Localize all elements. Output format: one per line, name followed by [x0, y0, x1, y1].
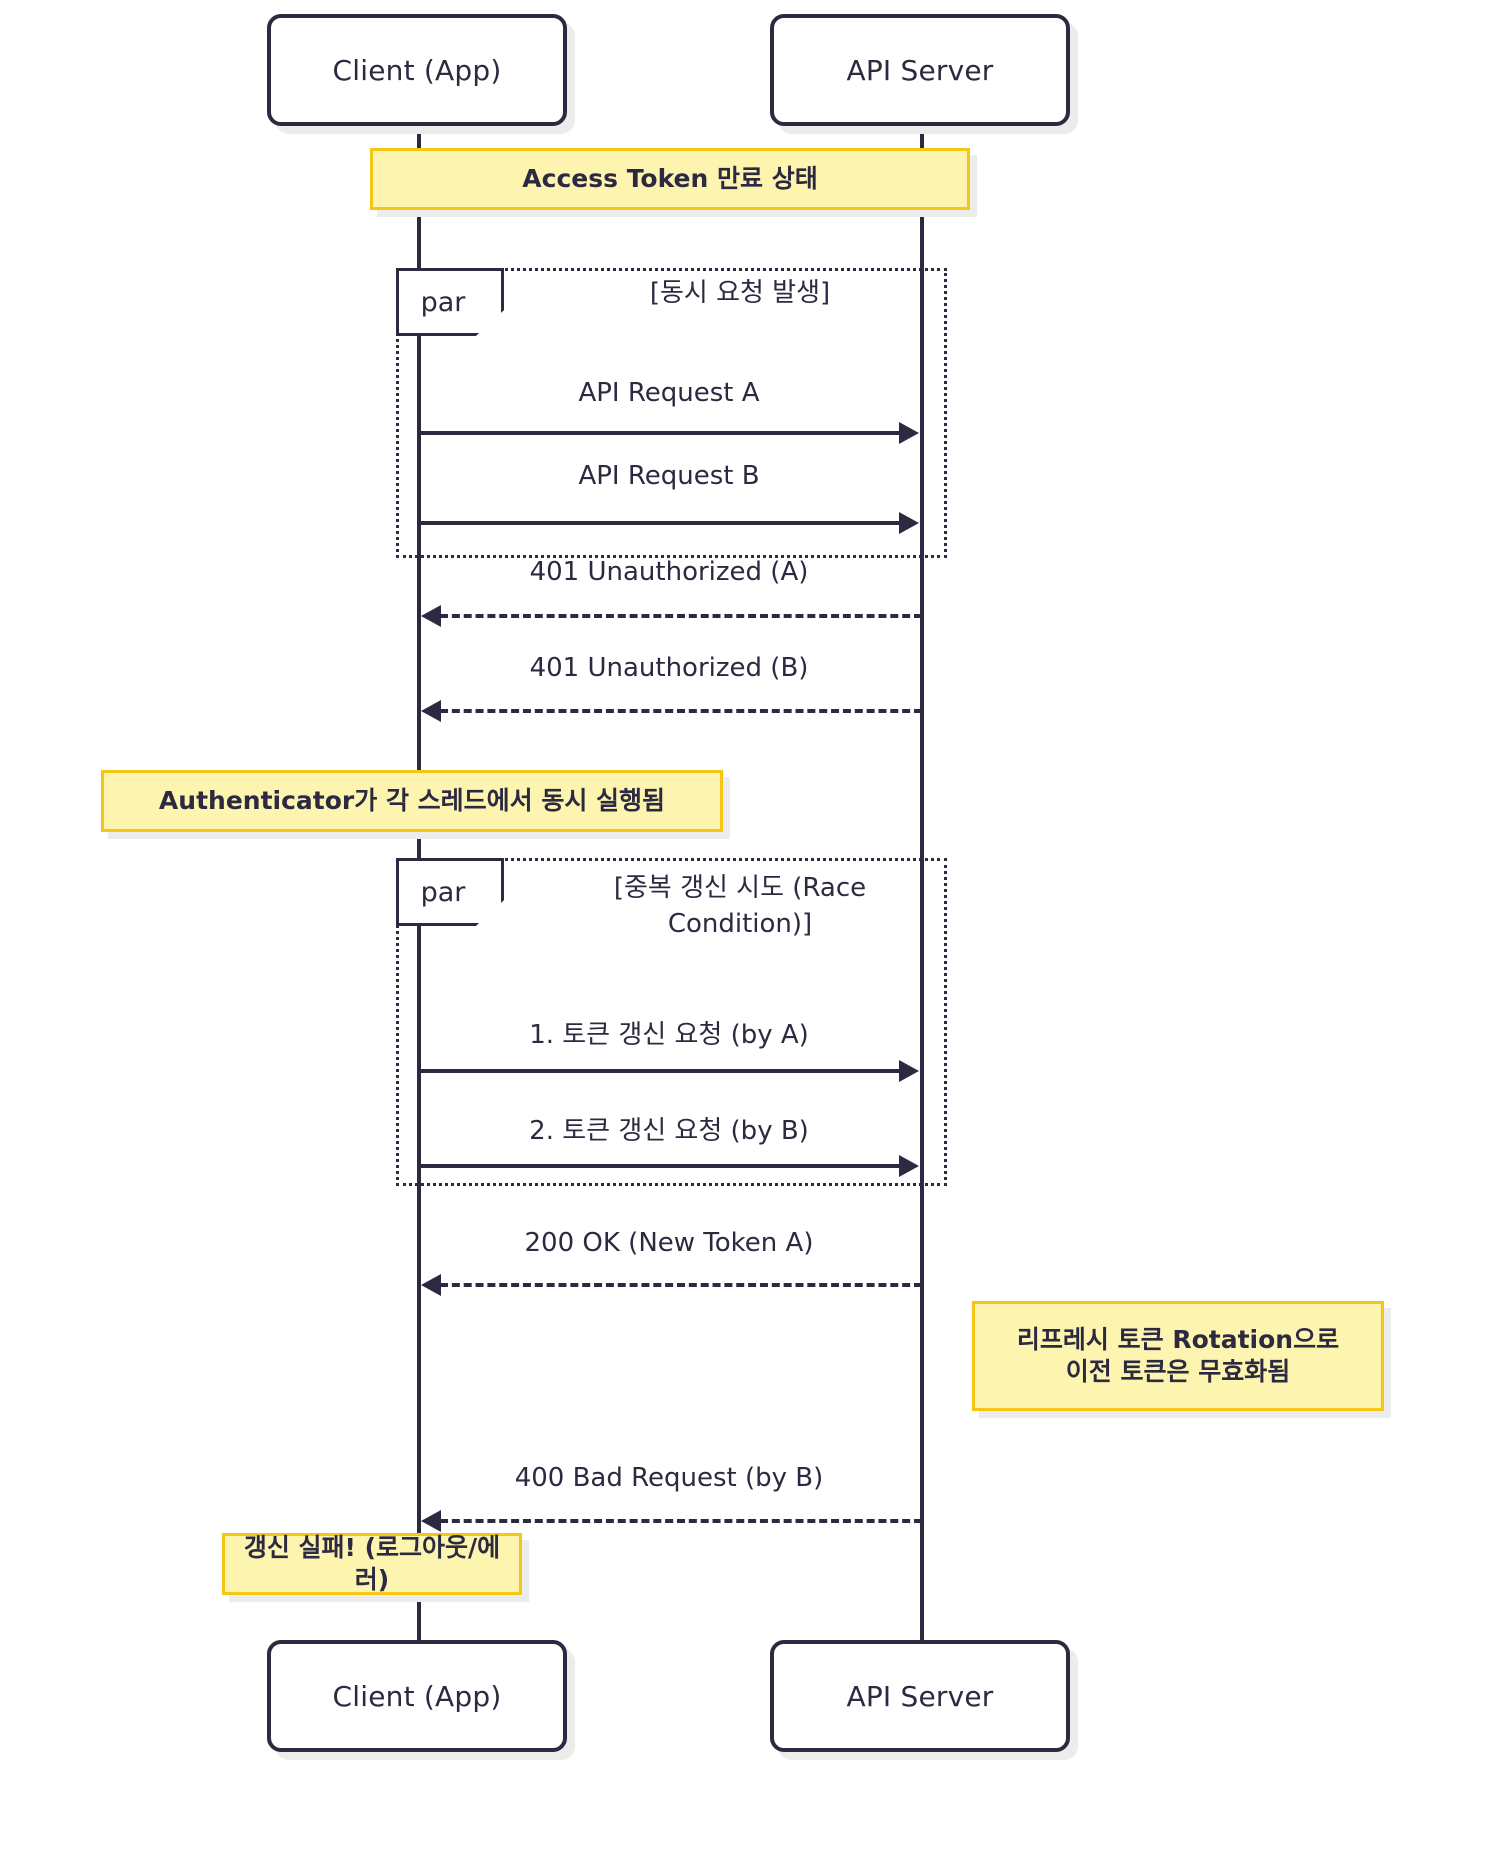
note-refresh-token-rotation-text: 리프레시 토큰 Rotation으로 이전 토큰은 무효화됨 — [1017, 1324, 1339, 1388]
message-arrowhead-token-refresh-a — [899, 1060, 919, 1082]
message-arrowhead-api-request-a — [899, 422, 919, 444]
note-refresh-failure: 갱신 실패! (로그아웃/에러) — [222, 1533, 522, 1595]
actor-client-bottom[interactable]: Client (App) — [267, 1640, 567, 1752]
message-label-api-request-a: API Request A — [578, 378, 760, 408]
actor-server-top[interactable]: API Server — [770, 14, 1070, 126]
message-arrowhead-200-ok — [421, 1274, 441, 1296]
message-arrowhead-401-a — [421, 605, 441, 627]
actor-client-bottom-label: Client (App) — [332, 1679, 502, 1713]
actor-client-top[interactable]: Client (App) — [267, 14, 567, 126]
message-line-200-ok — [440, 1283, 922, 1287]
actor-server-bottom-label: API Server — [846, 1679, 994, 1713]
fragment-par-1-condition: [동시 요청 발생] — [649, 278, 831, 308]
message-arrowhead-token-refresh-b — [899, 1155, 919, 1177]
message-label-400-bad-request: 400 Bad Request (by B) — [514, 1463, 824, 1493]
fragment-par-1-tag-label: par — [420, 286, 466, 318]
message-line-token-refresh-b — [419, 1164, 901, 1168]
lifeline-server — [920, 124, 924, 1640]
actor-server-top-label: API Server — [846, 53, 994, 87]
message-line-api-request-b — [419, 521, 901, 525]
message-label-token-refresh-b: 2. 토큰 갱신 요청 (by B) — [529, 1116, 809, 1146]
fragment-par-1-tag: par — [396, 268, 504, 336]
message-arrowhead-400-bad-request — [421, 1510, 441, 1532]
message-arrowhead-401-b — [421, 700, 441, 722]
fragment-par-2-condition-line2: Condition)] — [667, 909, 813, 939]
message-line-401-a — [440, 614, 922, 618]
note-refresh-failure-text: 갱신 실패! (로그아웃/에러) — [243, 1533, 501, 1594]
fragment-par-1 — [396, 268, 947, 558]
message-line-api-request-a — [419, 431, 901, 435]
note-refresh-token-rotation: 리프레시 토큰 Rotation으로 이전 토큰은 무효화됨 — [972, 1301, 1384, 1411]
fragment-par-2-condition-line1: [중복 갱신 시도 (Race — [613, 873, 867, 903]
fragment-par-2 — [396, 858, 947, 1186]
message-label-token-refresh-a: 1. 토큰 갱신 요청 (by A) — [529, 1020, 809, 1050]
note-rotation-line1: 리프레시 토큰 Rotation으로 — [1016, 1325, 1340, 1354]
message-label-api-request-b: API Request B — [578, 461, 760, 491]
fragment-par-2-tag: par — [396, 858, 504, 926]
note-access-token-expired: Access Token 만료 상태 — [370, 148, 970, 210]
note-authenticator-text: Authenticator가 각 스레드에서 동시 실행됨 — [158, 786, 666, 815]
message-line-401-b — [440, 709, 922, 713]
note-access-token-expired-text: Access Token 만료 상태 — [522, 164, 818, 193]
message-label-401-a: 401 Unauthorized (A) — [529, 557, 809, 587]
note-authenticator: Authenticator가 각 스레드에서 동시 실행됨 — [101, 770, 723, 832]
actor-server-bottom[interactable]: API Server — [770, 1640, 1070, 1752]
fragment-par-2-tag-label: par — [420, 876, 466, 908]
message-label-401-b: 401 Unauthorized (B) — [529, 653, 809, 683]
message-label-200-ok: 200 OK (New Token A) — [524, 1228, 814, 1258]
note-rotation-line2: 이전 토큰은 무효화됨 — [1065, 1357, 1291, 1386]
message-line-400-bad-request — [440, 1519, 922, 1523]
message-arrowhead-api-request-b — [899, 512, 919, 534]
actor-client-top-label: Client (App) — [332, 53, 502, 87]
message-line-token-refresh-a — [419, 1069, 901, 1073]
